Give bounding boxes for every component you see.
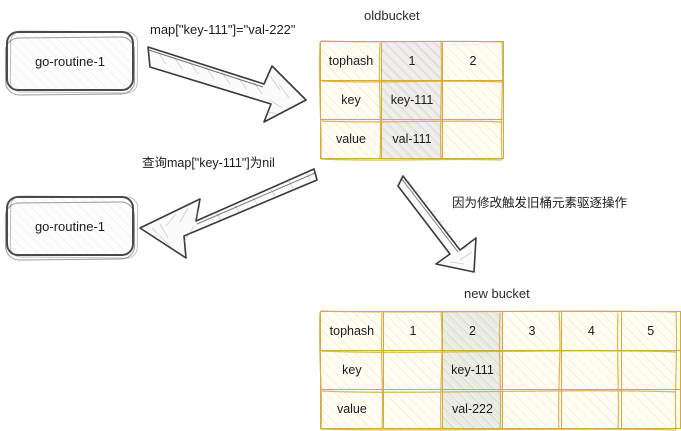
goroutine-box-top: go-routine-1 (6, 31, 134, 91)
write-operation-label: map["key-111"]="val-222" (150, 22, 296, 37)
evict-arrow (397, 172, 498, 277)
row-header-cell: tophash (320, 41, 382, 81)
table-cell: val-111 (381, 119, 443, 159)
table-cell (501, 389, 563, 429)
table-cell (620, 350, 681, 390)
read-operation-label: 查询map["key-111"]为nil (142, 156, 275, 170)
table-cell (382, 350, 444, 390)
table-cell: 1 (382, 311, 444, 351)
row-header-cell: key (320, 80, 382, 120)
table-cell (561, 389, 622, 429)
table-cell (382, 389, 444, 429)
table-cell: 4 (561, 311, 622, 351)
read-arrow (138, 166, 318, 266)
table-cell (561, 350, 622, 390)
write-arrow (146, 42, 311, 132)
row-header-cell: value (320, 389, 384, 429)
table-cell: 2 (442, 41, 504, 81)
oldbucket-title: oldbucket (364, 8, 420, 23)
table-row: value val-222 (320, 389, 681, 429)
goroutine-box-bottom: go-routine-1 (6, 196, 134, 256)
table-cell (442, 119, 504, 159)
row-header-cell: value (320, 119, 382, 159)
table-cell (442, 80, 504, 120)
goroutine-bottom-label: go-routine-1 (34, 218, 106, 234)
row-header-cell: tophash (320, 311, 384, 351)
table-row: key key-111 (320, 350, 681, 390)
table-cell (501, 350, 563, 390)
row-header-cell: key (320, 350, 384, 390)
table-cell (620, 389, 681, 429)
table-cell: 1 (381, 41, 443, 81)
newbucket-title: new bucket (464, 286, 530, 301)
table-cell: 3 (501, 311, 563, 351)
table-cell: key-111 (381, 80, 443, 120)
table-cell: val-222 (442, 389, 503, 429)
table-cell: 2 (442, 311, 503, 351)
table-cell: key-111 (442, 350, 503, 390)
evict-reason-label: 因为修改触发旧桶元素驱逐操作 (452, 196, 628, 210)
goroutine-top-label: go-routine-1 (34, 53, 106, 69)
table-cell: 5 (620, 311, 681, 351)
